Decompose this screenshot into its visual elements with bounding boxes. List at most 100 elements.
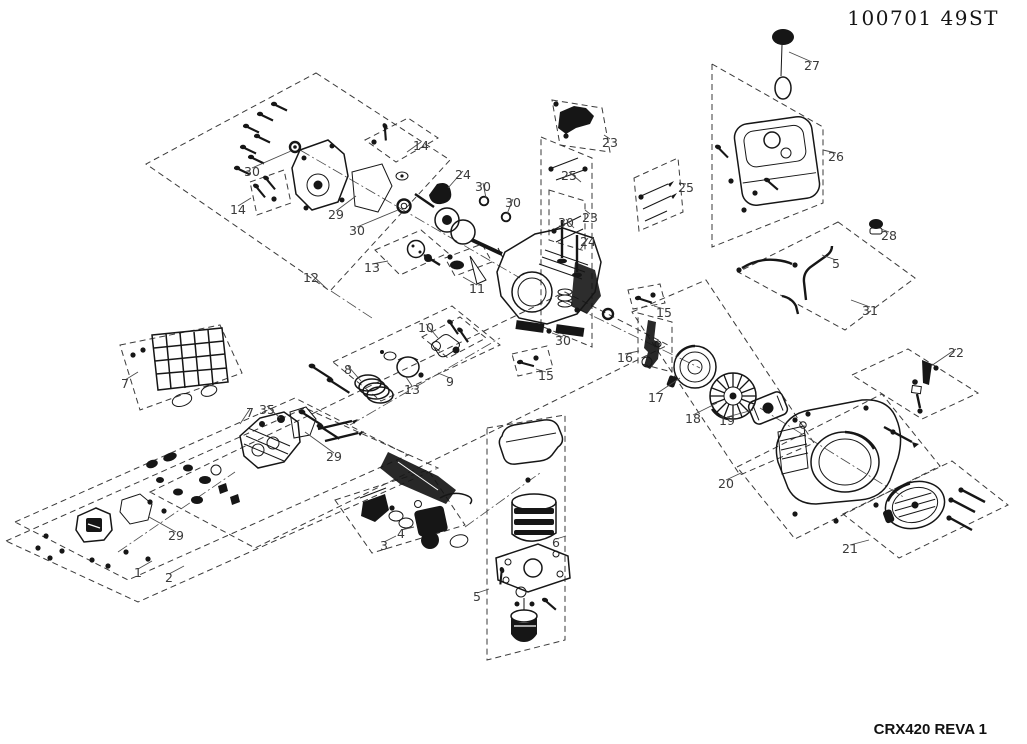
carburetor — [414, 492, 473, 549]
callout-leader-30 — [356, 209, 399, 228]
callout-leader-30 — [251, 150, 292, 169]
plug-wrench — [922, 360, 939, 385]
callout-leader-29 — [148, 516, 177, 533]
callout-9: 9 — [446, 374, 454, 389]
callout-35: 35 — [259, 402, 275, 417]
callout-leader-20 — [725, 472, 742, 481]
callout-leader-1 — [137, 560, 153, 570]
callout-leader-21 — [849, 539, 870, 546]
muffler-bolts-dots — [35, 533, 151, 569]
box-flywheel-band — [631, 279, 815, 476]
callout-leader-30 — [506, 198, 514, 215]
connecting-rod — [431, 317, 474, 358]
callout-30: 30 — [349, 223, 365, 238]
fuel-tank — [711, 116, 821, 213]
callout-leader-5 — [476, 588, 490, 594]
box-23b-inner — [548, 189, 586, 252]
cover-gasket — [351, 163, 393, 213]
rocker-parts — [548, 157, 588, 181]
callout-leader-18 — [692, 402, 718, 416]
callout-leader-28 — [880, 228, 890, 233]
box-10-rod — [421, 316, 487, 359]
recoil-starter — [883, 480, 946, 530]
starter-bracket — [641, 320, 662, 369]
callout-8: 8 — [344, 362, 352, 377]
flywheel-fan — [709, 372, 757, 421]
aircleaner-base — [495, 543, 571, 593]
box-7-filter — [119, 324, 243, 411]
callout-leader-35 — [266, 405, 281, 419]
callout-6: 6 — [552, 535, 560, 550]
callout-leader-27 — [788, 51, 813, 63]
intake-funnel — [359, 487, 389, 522]
callout-leader-15 — [653, 305, 665, 310]
joint-cap-28 — [869, 219, 883, 235]
callout-2: 2 — [165, 570, 173, 585]
callout-14: 14 — [230, 202, 246, 217]
box-20-fancover — [736, 393, 941, 540]
callout-leader-12 — [310, 273, 328, 290]
box-9-piston — [332, 305, 501, 402]
callout-leader-24 — [579, 237, 589, 251]
callout-leader-26 — [822, 149, 837, 154]
callout-7: 7 — [246, 405, 254, 420]
callout-leader-8 — [347, 365, 362, 382]
callout-24: 24 — [580, 234, 596, 249]
callout-leader-25 — [568, 171, 582, 183]
box-15b — [511, 345, 554, 377]
callout-leader-7 — [124, 371, 139, 381]
callout-leader-6 — [555, 535, 567, 540]
callout-leader-23 — [584, 209, 591, 215]
callout-4: 4 — [397, 526, 405, 541]
coil-washer — [799, 421, 807, 429]
ball-bearing — [396, 198, 412, 214]
callout-29: 29 — [168, 528, 184, 543]
pushrods-inner — [551, 215, 584, 243]
governor-gear — [429, 183, 452, 205]
callout-17: 17 — [648, 390, 664, 405]
camshaft — [406, 239, 441, 267]
fan-cover — [775, 399, 902, 524]
callout-leader-13 — [405, 376, 413, 387]
box-25b-pushrods — [633, 157, 684, 232]
callout-30: 30 — [475, 179, 491, 194]
callout-leader-14 — [237, 197, 252, 207]
callout-13: 13 — [404, 382, 420, 397]
callout-30: 30 — [505, 195, 521, 210]
box-31-hoses — [736, 221, 916, 331]
callout-13: 13 — [364, 260, 380, 275]
box-head-band — [148, 291, 670, 549]
callout-28: 28 — [881, 228, 897, 243]
callout-29: 29 — [326, 449, 342, 464]
rocker-cover — [380, 452, 456, 511]
box-2-outer — [4, 407, 440, 603]
box-16-bracket — [637, 312, 673, 373]
callout-30: 30 — [555, 333, 571, 348]
callout-31: 31 — [862, 303, 878, 318]
recoil-bolts — [946, 487, 986, 532]
ignition-coil — [747, 391, 789, 425]
callout-leader-9 — [437, 372, 451, 379]
callout-16: 16 — [617, 350, 633, 365]
crank-washer-1 — [478, 195, 490, 207]
callout-15: 15 — [538, 368, 554, 383]
callout-leader-30 — [565, 218, 575, 229]
callout-25: 25 — [678, 180, 694, 195]
group-boxes — [4, 63, 1009, 661]
box15b-parts — [515, 355, 539, 370]
callout-12: 12 — [303, 270, 319, 285]
callout-29: 29 — [328, 207, 344, 222]
callout-leader-3 — [383, 535, 397, 543]
head-studs — [317, 419, 364, 443]
callout-27: 27 — [804, 58, 820, 73]
callout-leader-7 — [239, 408, 251, 425]
cylinder-block — [496, 227, 615, 337]
coil-nut — [792, 417, 798, 423]
piston — [380, 350, 424, 378]
pushrods-box25 — [638, 181, 677, 222]
model-revision-label: CRX420 REVA 1 — [873, 721, 987, 738]
box-22-plug — [850, 348, 980, 420]
callout-23: 23 — [602, 135, 618, 150]
box-valvetrain-column — [540, 136, 593, 348]
callout-26: 26 — [828, 149, 844, 164]
